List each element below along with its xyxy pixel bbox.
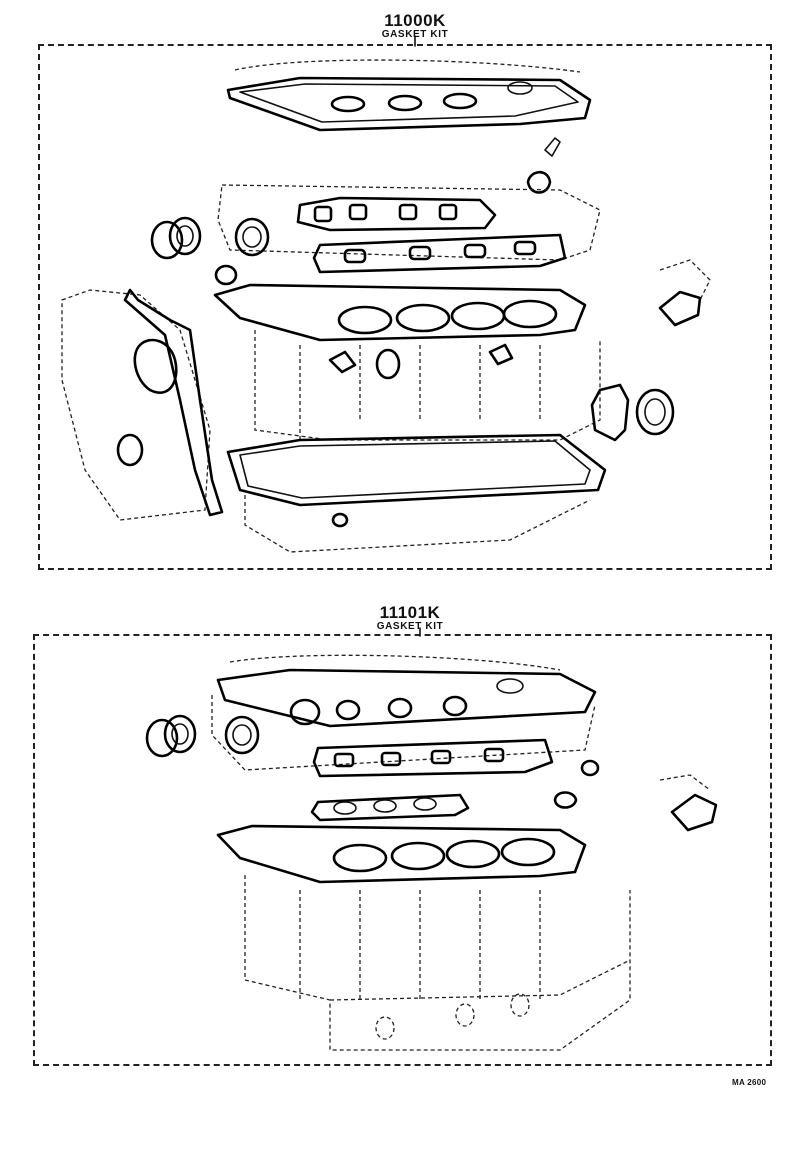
intake-manifold-gasket	[312, 738, 554, 778]
distributor-gasket	[659, 774, 718, 832]
kit-label-11101k: 11101K GASKET KIT	[355, 604, 465, 632]
plug-tube-seal	[553, 759, 600, 809]
rear-oil-seal	[590, 383, 675, 442]
cylinder-head-gasket	[216, 824, 587, 884]
kit-part-number: 11000K	[384, 11, 446, 30]
kit-2-frame	[33, 634, 772, 1066]
front-oil-seal-set	[145, 714, 197, 758]
timing-cover-gasket	[61, 288, 224, 521]
kit-part-name: GASKET KIT	[376, 621, 444, 632]
camshaft-oil-seal	[234, 217, 270, 257]
gasket-kit-1-illustration	[61, 35, 711, 553]
kit-1-frame	[38, 44, 772, 570]
illustration-reference-code: MA 2600	[732, 1078, 767, 1087]
exhaust-manifold-gasket	[310, 793, 470, 822]
oil-pan-gasket	[226, 433, 607, 553]
kit-part-name: GASKET KIT	[381, 29, 449, 40]
distributor-gasket	[658, 259, 711, 327]
valve-cover-gasket	[216, 654, 597, 728]
kit-part-number: 11101K	[379, 603, 441, 622]
gasket-kit-2-illustration	[145, 627, 718, 1051]
cylinder-block-outline	[244, 875, 631, 1051]
front-oil-seal-set	[150, 216, 202, 260]
camshaft-oil-seal	[224, 715, 260, 755]
valve-cover-gasket	[226, 59, 592, 132]
water-outlet-gasket	[328, 350, 357, 374]
plug-tube-seal	[526, 137, 561, 194]
exhaust-manifold-gasket	[312, 233, 567, 274]
kit-label-11000k: 11000K GASKET KIT	[360, 12, 470, 40]
cylinder-head-gasket	[213, 283, 587, 342]
small-o-ring	[214, 264, 238, 286]
intake-manifold-gasket	[296, 196, 497, 232]
